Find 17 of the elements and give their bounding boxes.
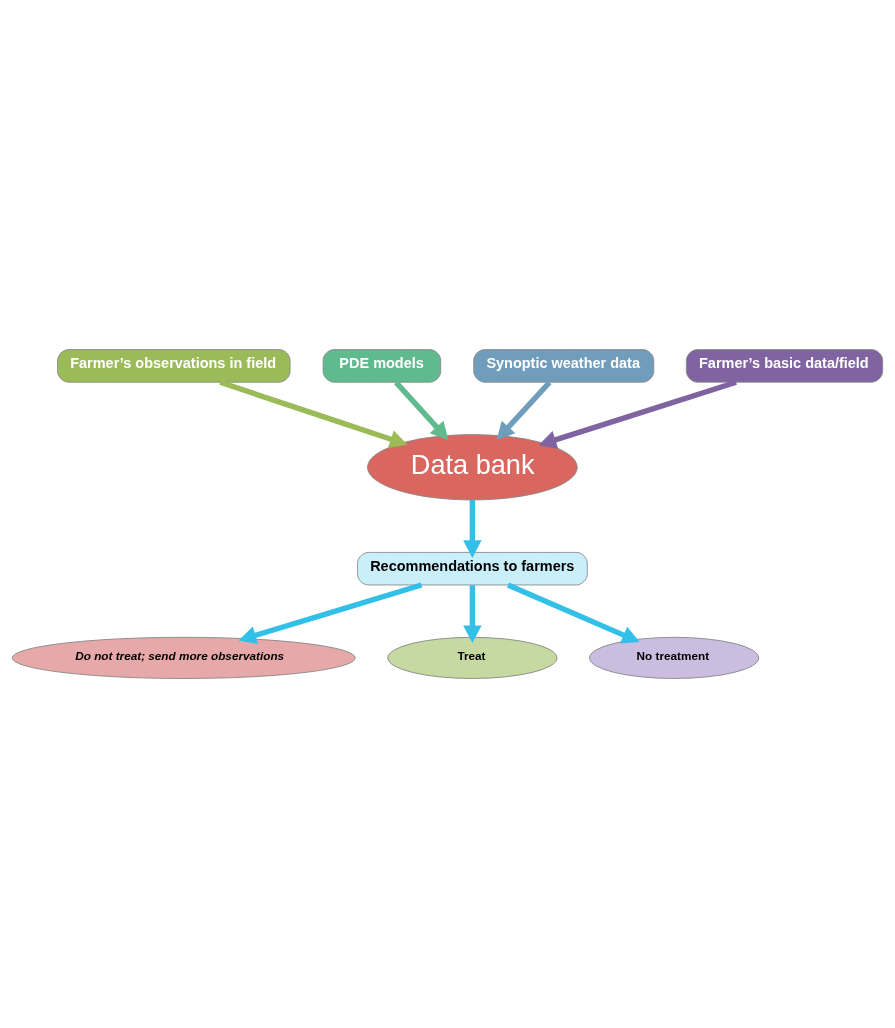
node-ellipse: Data bank: [367, 434, 578, 501]
arrow: [219, 379, 408, 448]
node-box: PDE models: [322, 349, 442, 383]
arrow: [394, 380, 449, 441]
node-box: Recommendations to farmers: [357, 551, 588, 586]
arrow: [538, 379, 737, 449]
node-box: Farmer’s observations in field: [57, 349, 291, 383]
node-ellipse: No treatment: [589, 636, 760, 679]
arrow: [238, 582, 423, 645]
node-box: Synoptic weather data: [473, 349, 655, 383]
arrow: [496, 380, 552, 440]
arrow: [463, 500, 482, 558]
arrow: [463, 585, 482, 644]
node-box: Farmer’s basic data/field: [685, 349, 884, 383]
node-ellipse: Do not treat; send more observations: [11, 636, 356, 679]
arrow: [506, 582, 640, 644]
node-ellipse: Treat: [387, 636, 558, 679]
